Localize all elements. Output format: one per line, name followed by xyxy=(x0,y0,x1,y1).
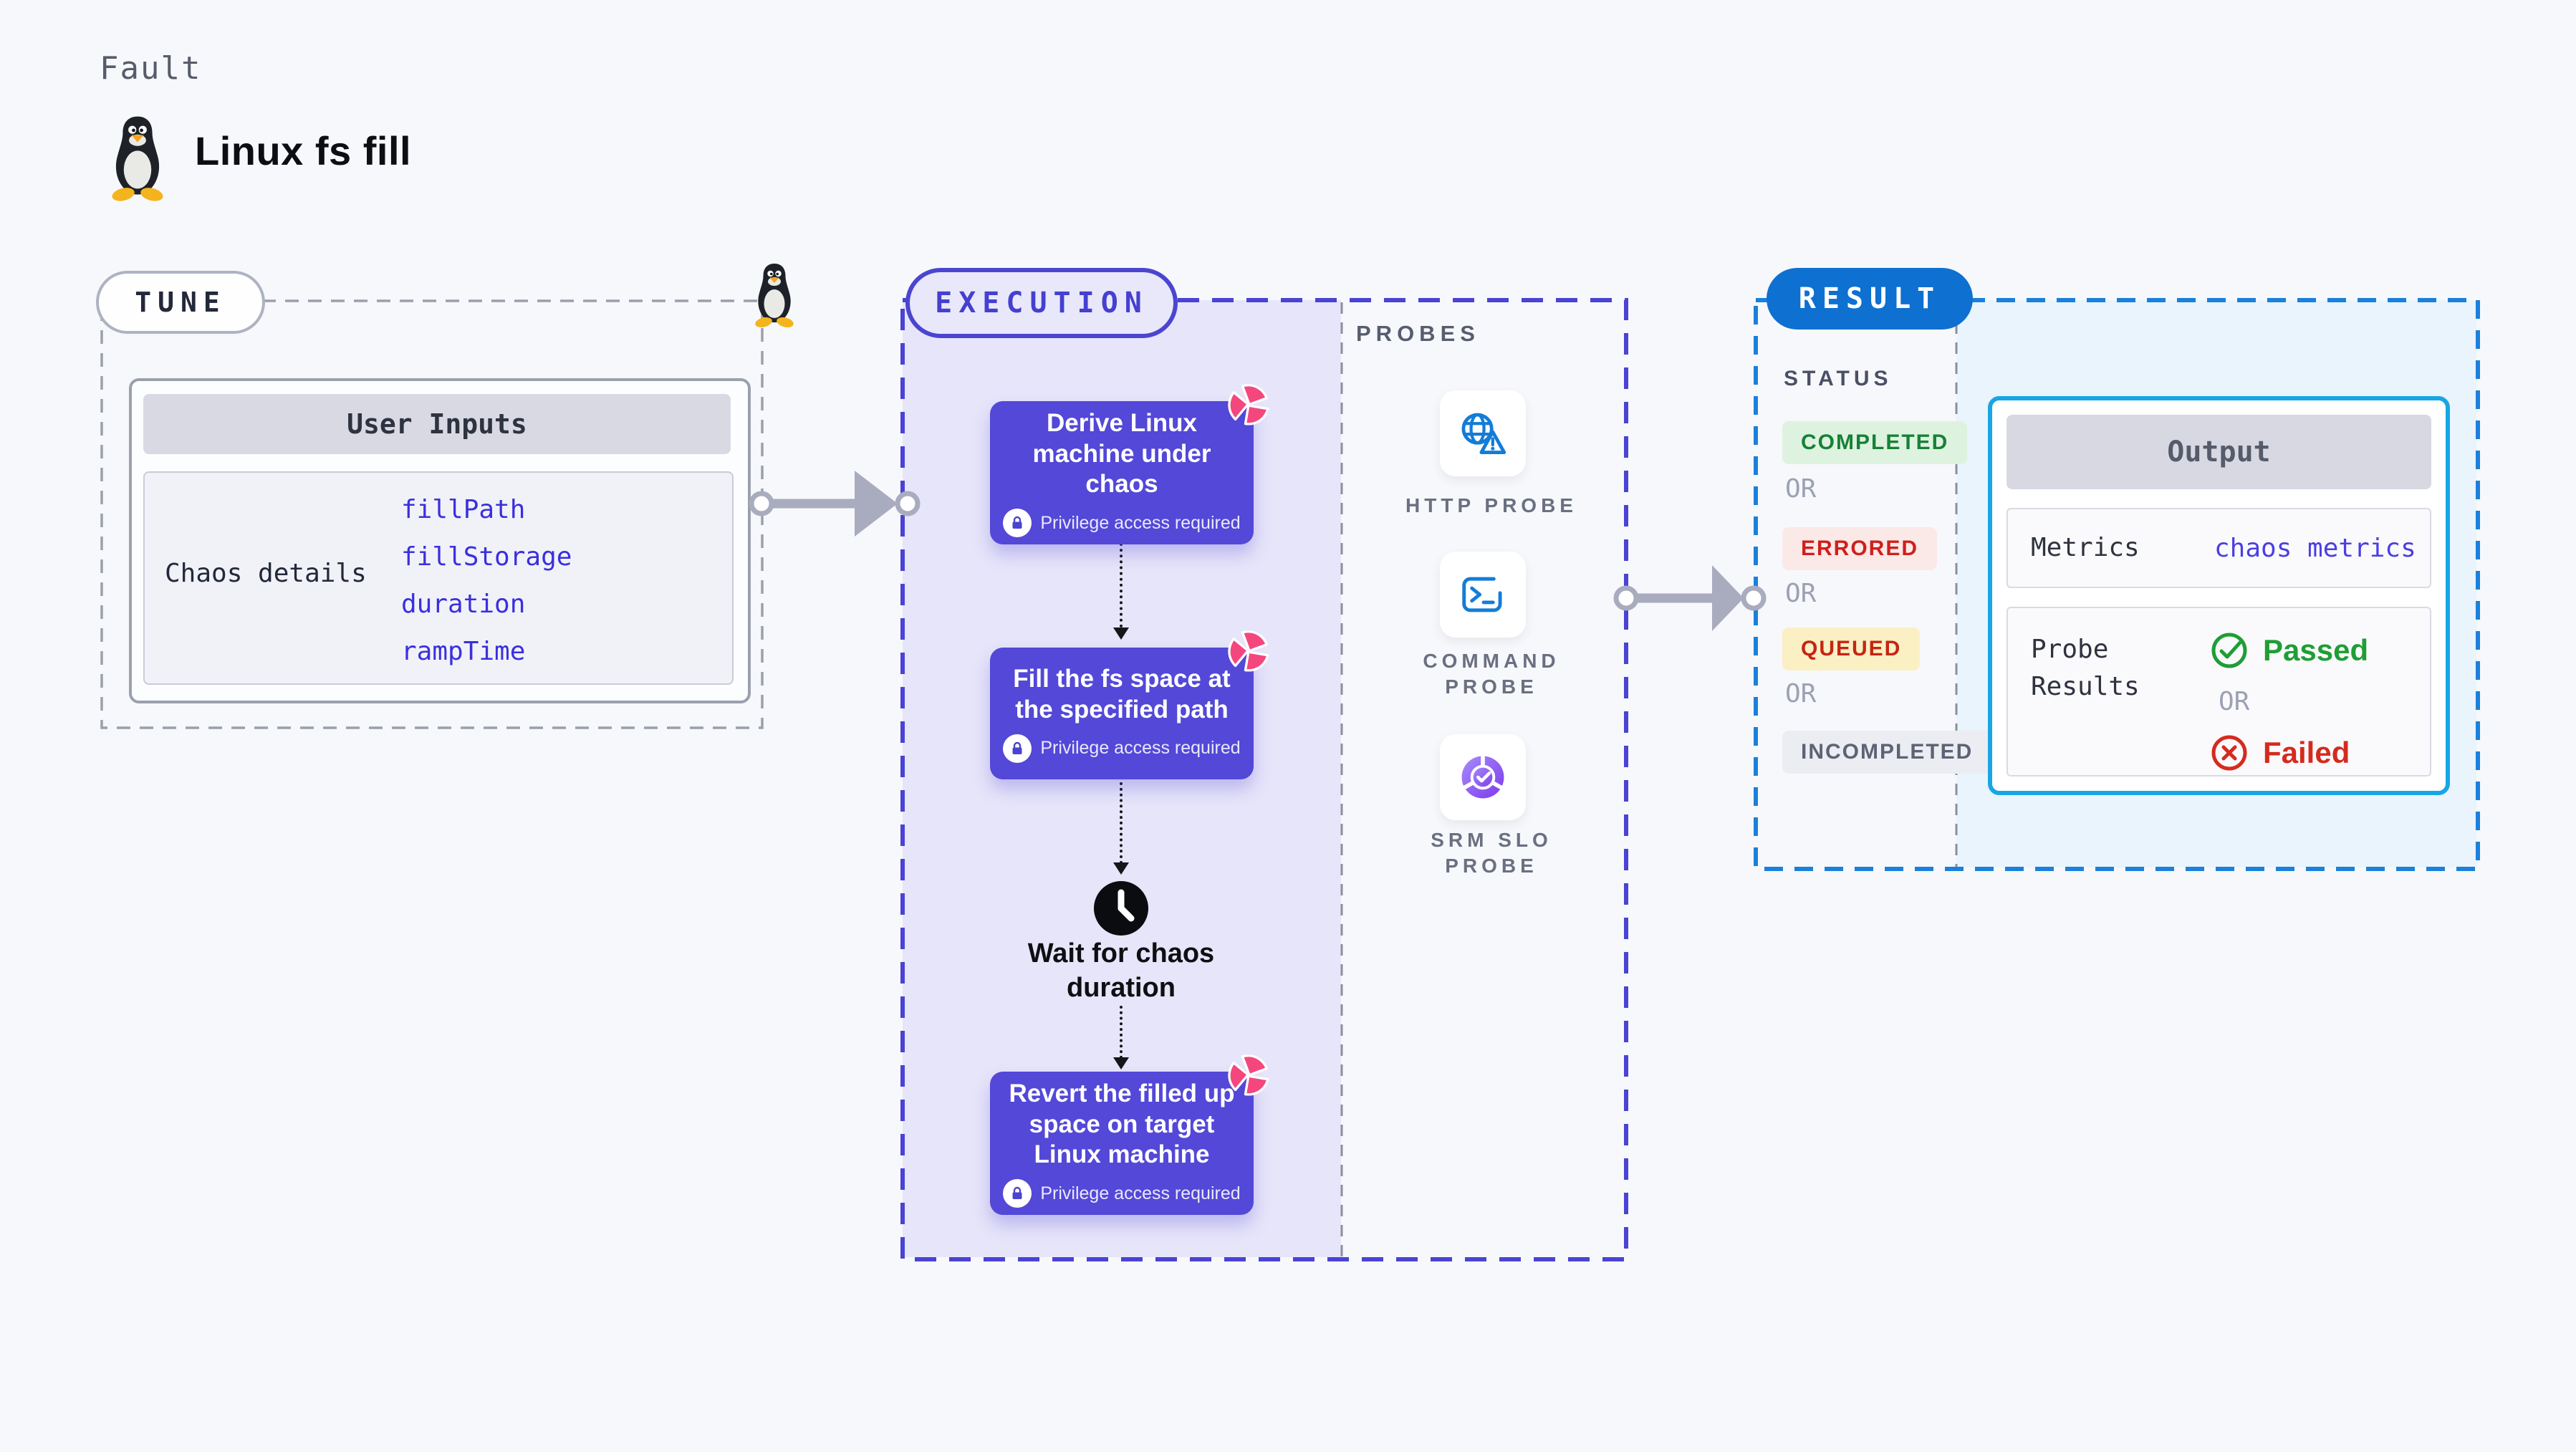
verdict-column: Passed OR Failed xyxy=(2210,631,2368,772)
passed-verdict: Passed xyxy=(2210,631,2368,670)
lock-icon xyxy=(1003,1179,1032,1208)
step-title: Derive Linux machine under chaos xyxy=(1032,409,1211,499)
status-title: STATUS xyxy=(1784,367,1893,390)
metrics-row: Metrics chaos metrics xyxy=(2007,508,2431,588)
chaos-pinwheel-icon xyxy=(1225,381,1272,428)
execution-section-badge: EXECUTION xyxy=(905,268,1178,338)
metrics-value-link: chaos metrics xyxy=(2214,533,2416,563)
or-label: OR xyxy=(1785,474,1817,504)
command-probe-label: COMMAND PROBE xyxy=(1423,650,1560,698)
output-header: Output xyxy=(2007,415,2431,489)
privilege-note: Privilege access required xyxy=(1040,738,1241,759)
terminal-icon xyxy=(1462,577,1502,612)
param-fillstorage: fillStorage xyxy=(401,542,572,572)
status-badge-errored: ERRORED xyxy=(1782,527,1938,570)
privilege-row: Privilege access required xyxy=(1003,509,1241,538)
srm-slo-probe-card xyxy=(1440,734,1526,820)
page-title: Linux fs fill xyxy=(195,128,412,173)
step-fill-fs-space: Fill the fs space at the specified path … xyxy=(990,648,1254,779)
wait-for-chaos-label: Wait for chaos duration xyxy=(1027,938,1215,1003)
or-label: OR xyxy=(1785,579,1817,608)
output-card: Output Metrics chaos metrics Probe Resul… xyxy=(1988,396,2450,795)
flow-connector xyxy=(1120,1006,1123,1059)
privilege-row: Privilege access required xyxy=(1003,734,1241,763)
tune-section-badge: TUNE xyxy=(96,271,265,334)
globe-alert-icon xyxy=(1461,413,1506,454)
chaos-details-label: Chaos details xyxy=(165,559,367,588)
x-circle-icon xyxy=(2211,735,2247,771)
chaos-pinwheel-icon xyxy=(1225,1052,1272,1099)
param-fillpath: fillPath xyxy=(401,495,526,524)
status-badge-completed: COMPLETED xyxy=(1782,421,1968,464)
step-title: Revert the filled up space on target Lin… xyxy=(1009,1080,1235,1169)
user-inputs-header: User Inputs xyxy=(143,394,731,454)
or-label: OR xyxy=(1785,679,1817,708)
tux-penguin-icon xyxy=(105,115,170,202)
flow-arrowhead xyxy=(1113,1057,1129,1069)
status-badge-queued: QUEUED xyxy=(1782,628,1921,670)
probe-results-label: Probe Results xyxy=(2031,635,2140,702)
failed-label: Failed xyxy=(2263,736,2350,769)
page-kicker: Fault xyxy=(100,50,202,87)
flow-connector xyxy=(1120,782,1123,864)
tune-to-execution-arrow xyxy=(749,471,921,537)
wait-clock-icon xyxy=(1094,881,1148,936)
flow-connector xyxy=(1120,543,1123,628)
lock-icon xyxy=(1003,734,1032,763)
step-derive-machine: Derive Linux machine under chaos Privile… xyxy=(990,401,1254,545)
step-revert-space: Revert the filled up space on target Lin… xyxy=(990,1072,1254,1216)
privilege-row: Privilege access required xyxy=(1003,1179,1241,1208)
step-title: Fill the fs space at the specified path xyxy=(1013,665,1231,723)
flow-arrowhead xyxy=(1113,628,1129,640)
probe-results-row: Probe Results Passed OR Failed xyxy=(2007,607,2431,777)
tux-penguin-icon-small xyxy=(751,262,798,328)
probes-title: PROBES xyxy=(1356,321,1480,346)
or-label: OR xyxy=(2219,687,2250,716)
param-ramptime: rampTime xyxy=(401,637,526,666)
flow-arrowhead xyxy=(1113,862,1129,875)
passed-label: Passed xyxy=(2263,633,2369,667)
privilege-note: Privilege access required xyxy=(1040,512,1241,533)
srm-slo-probe-label: SRM SLO PROBE xyxy=(1431,829,1552,878)
lock-icon xyxy=(1003,509,1032,538)
param-duration: duration xyxy=(401,590,526,619)
status-badge-incompleted: INCOMPLETED xyxy=(1782,731,1992,774)
command-probe-card xyxy=(1440,552,1526,638)
http-probe-label: HTTP PROBE xyxy=(1405,494,1577,516)
chaos-params-list: fillPath fillStorage duration rampTime xyxy=(401,496,572,685)
check-circle-icon xyxy=(2211,633,2247,668)
metrics-label: Metrics xyxy=(2031,532,2140,562)
execution-to-result-arrow xyxy=(1613,565,1767,631)
chaos-pinwheel-icon xyxy=(1225,628,1272,675)
slo-donut-icon xyxy=(1461,754,1504,799)
http-probe-card xyxy=(1440,390,1526,476)
failed-verdict: Failed xyxy=(2210,734,2368,772)
result-section-badge: RESULT xyxy=(1767,268,1973,330)
privilege-note: Privilege access required xyxy=(1040,1183,1241,1203)
